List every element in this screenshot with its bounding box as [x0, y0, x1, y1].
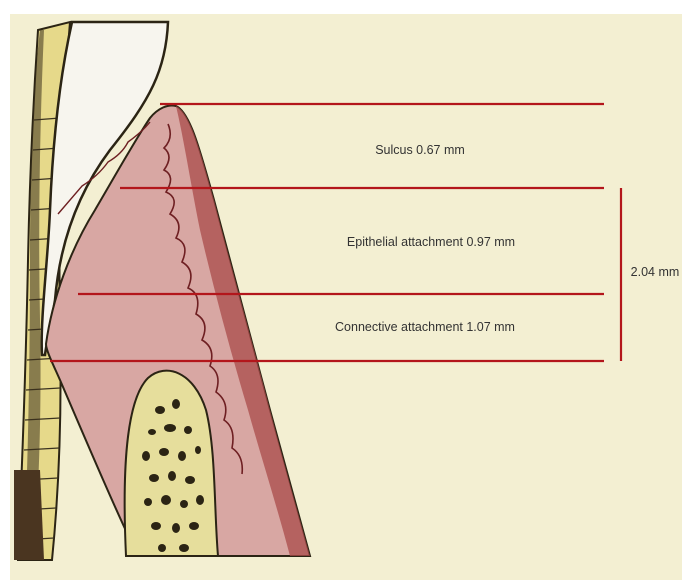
- epithelial-attachment-label: Epithelial attachment 0.97 mm: [347, 235, 515, 249]
- connective-attachment-label: Connective attachment 1.07 mm: [335, 320, 515, 334]
- dark-root-base: [14, 470, 44, 560]
- sulcus-label: Sulcus 0.67 mm: [375, 143, 465, 157]
- biologic-width-total-label: 2.04 mm: [631, 265, 680, 279]
